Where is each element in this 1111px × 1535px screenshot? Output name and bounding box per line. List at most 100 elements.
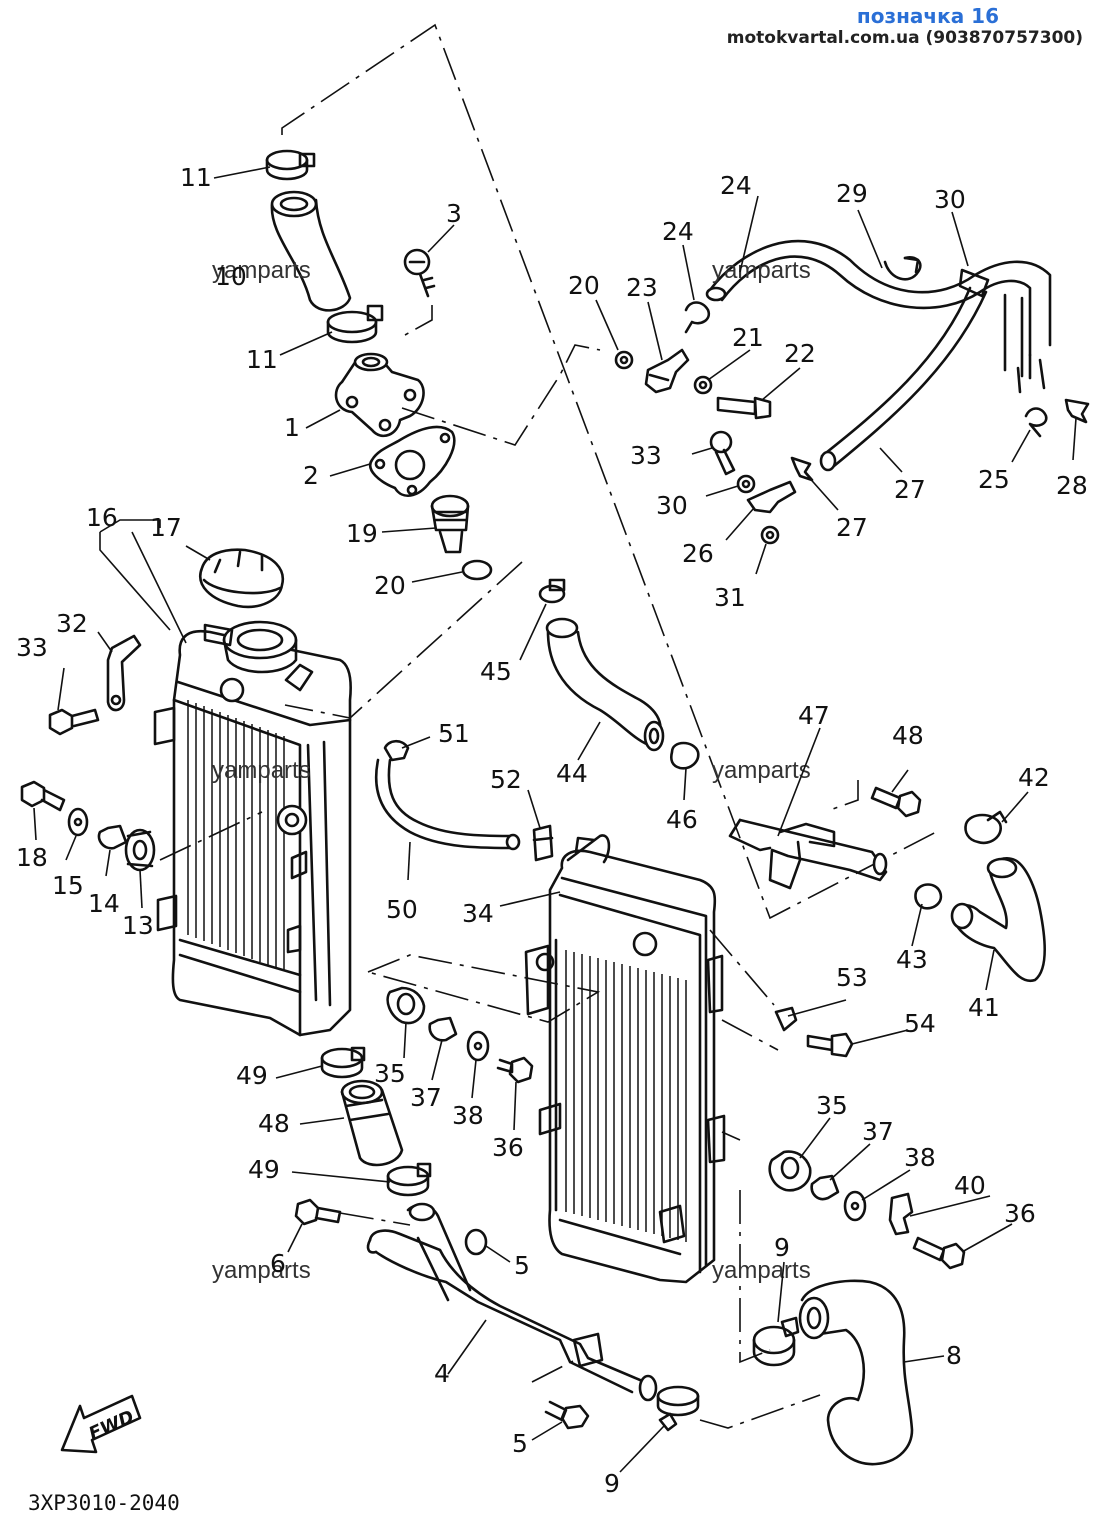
watermark: yamparts [712, 1257, 811, 1284]
part-number: 51 [438, 719, 470, 748]
hose-clamp [883, 256, 922, 281]
part-number: 35 [816, 1091, 848, 1120]
thermostat-cover [334, 352, 425, 438]
watermark: yamparts [212, 1257, 311, 1284]
site-credit: motokvartal.com.ua (903870757300) [726, 28, 1083, 48]
radiator-hose-lower [798, 1279, 914, 1466]
bolt [20, 780, 66, 812]
part-number: 9 [774, 1233, 790, 1262]
leader-lines [33, 166, 1077, 1473]
washer [466, 1030, 490, 1062]
collar [810, 1174, 840, 1201]
part-number: 27 [894, 475, 926, 504]
bolt [912, 1236, 966, 1270]
part-number: 14 [88, 889, 120, 918]
part-number: 25 [978, 465, 1010, 494]
part-number: 22 [784, 339, 816, 368]
union-bolt [709, 430, 736, 476]
part-number: 30 [934, 185, 966, 214]
part-number: 17 [150, 513, 182, 542]
radiator-hose-upper [270, 190, 352, 312]
part-number: 33 [16, 633, 48, 662]
bolt [294, 1198, 342, 1226]
part-number: 3 [446, 199, 462, 228]
hose-clamp [656, 1385, 700, 1432]
part-number: 5 [512, 1429, 528, 1458]
gasket [369, 425, 456, 497]
part-number: 13 [122, 911, 154, 940]
radiator-hose [950, 857, 1046, 983]
part-number: 9 [604, 1469, 620, 1498]
part-number: 5 [514, 1251, 530, 1280]
part-number: 48 [258, 1109, 290, 1138]
hose-clamp [320, 1046, 366, 1079]
part-number: 1 [284, 413, 300, 442]
watermarks: yamparts yamparts yamparts yamparts yamp… [212, 257, 811, 1284]
clip [888, 1192, 914, 1236]
water-pipe [366, 1202, 658, 1402]
part-number: 4 [434, 1359, 450, 1388]
hose-clamp [752, 1316, 800, 1367]
part-number: 54 [904, 1009, 936, 1038]
assembly-guide-lines [159, 23, 941, 1429]
part-number-labels: 11 10 11 3 1 2 19 20 20 23 24 24 29 30 2… [16, 163, 1088, 1498]
bolt [806, 1032, 854, 1058]
part-number: 24 [720, 171, 752, 200]
part-number: 27 [836, 513, 868, 542]
bolt [544, 1400, 590, 1430]
sheet-label: позначка 16 [856, 4, 999, 28]
hose-fitting [644, 348, 690, 394]
grommet [386, 986, 426, 1025]
part-number: 53 [836, 963, 868, 992]
part-number: 49 [236, 1061, 268, 1090]
hose-clamp-upper [265, 149, 316, 181]
union-bolt [716, 396, 772, 420]
part-number: 28 [1056, 471, 1088, 500]
o-ring [464, 1228, 488, 1256]
part-number: 37 [862, 1117, 894, 1146]
bolt [48, 708, 100, 736]
collar [97, 824, 128, 850]
part-number: 20 [374, 571, 406, 600]
washer [614, 350, 780, 545]
hose-joint [958, 268, 990, 298]
washer [843, 1190, 867, 1222]
part-number: 2 [303, 461, 319, 490]
part-number: 48 [892, 721, 924, 750]
mounting-bracket [106, 634, 142, 712]
part-number: 46 [666, 805, 698, 834]
part-number: 40 [954, 1171, 986, 1200]
part-number: 29 [836, 179, 868, 208]
o-ring [461, 559, 493, 581]
part-number: 20 [568, 271, 600, 300]
part-number: 31 [714, 583, 746, 612]
part-number: 34 [462, 899, 494, 928]
diagram-code: 3XP3010-2040 [28, 1491, 180, 1515]
part-number: 8 [946, 1341, 962, 1370]
part-number: 15 [52, 871, 84, 900]
part-number: 41 [968, 993, 1000, 1022]
radiator-hose [545, 617, 665, 752]
part-number: 21 [732, 323, 764, 352]
part-number: 30 [656, 491, 688, 520]
part-number: 19 [346, 519, 378, 548]
hose-clamp [964, 810, 1008, 845]
part-number: 38 [904, 1143, 936, 1172]
part-number: 47 [798, 701, 830, 730]
breather-hose [374, 758, 521, 851]
hose-clamp [386, 1162, 432, 1197]
washer [67, 807, 89, 837]
part-number: 10 [215, 262, 247, 291]
fwd-arrow-icon: FWD [60, 1394, 142, 1454]
part-number: 18 [16, 843, 48, 872]
watermark: yamparts [212, 257, 311, 284]
radiator-hose-short [340, 1079, 404, 1167]
watermark: yamparts [212, 757, 311, 784]
part-number: 11 [180, 163, 212, 192]
part-number: 6 [270, 1249, 286, 1278]
bracket [774, 1006, 798, 1032]
bolt [403, 248, 436, 298]
breather-hose [705, 239, 1052, 394]
part-number: 32 [56, 609, 88, 638]
